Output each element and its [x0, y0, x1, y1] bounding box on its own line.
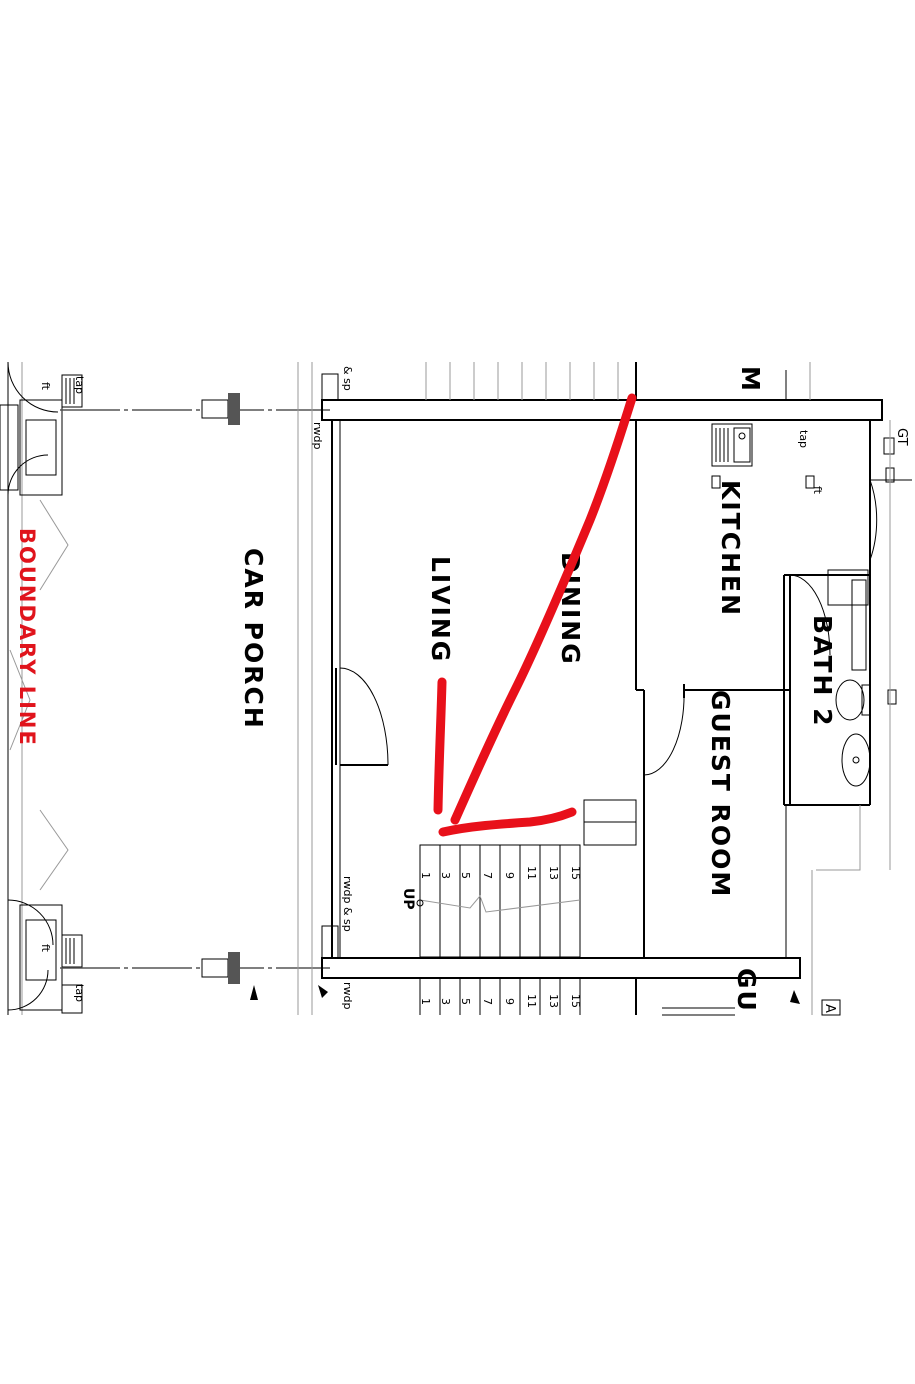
rwdp-label-2: rwdp [341, 982, 354, 1010]
tap-label-3: tap [797, 430, 810, 448]
tread-number: 15 [569, 866, 582, 880]
living-label: LIVING [426, 556, 455, 663]
tread-number: 5 [459, 872, 472, 879]
stair-tread-numbers: 1 3 5 7 9 11 13 15 1 3 5 7 9 11 13 15 [419, 866, 582, 1008]
room-labels: BOUNDARY LINE CAR PORCH LIVING DINING KI… [15, 366, 837, 1013]
rwdp-sp-label-2: rwdp & sp [341, 876, 354, 932]
up-label: UP [400, 888, 416, 910]
red-markup [433, 393, 637, 837]
bath-2-label: BATH 2 [808, 615, 837, 728]
tread-number: 13 [547, 866, 560, 880]
boundary-wall-left [0, 361, 83, 1015]
direction-arrows [250, 985, 800, 1004]
guest-room-partial-label: GU [732, 968, 761, 1013]
tap-label-1: tap [73, 376, 86, 394]
gt-label: GT [894, 428, 909, 446]
tread-number: 1 [419, 872, 432, 879]
fixture-labels: tap ft tap ft & sp rwdp rwdp & sp rwdp t… [39, 366, 909, 1013]
tread-number: 11 [525, 866, 538, 880]
tread-number: 3 [439, 872, 452, 879]
staircase [416, 362, 637, 1015]
ft-label-2: ft [39, 944, 52, 953]
house-walls [321, 362, 912, 1016]
ft-label-1: ft [39, 382, 52, 391]
markup-horizontal-stroke [438, 807, 577, 837]
rwdp-sp-label-1: & sp [341, 366, 354, 391]
ft-label-3: ft [811, 486, 824, 495]
tread-number-lower: 1 [419, 998, 432, 1005]
top-partial-label: M [736, 366, 765, 393]
tread-number-lower: 7 [481, 998, 494, 1005]
gate-lines [60, 393, 330, 984]
tread-number-lower: 13 [547, 994, 560, 1008]
markup-vertical-stroke [433, 677, 447, 815]
car-porch-label: CAR PORCH [239, 548, 268, 730]
tread-number: 9 [503, 872, 516, 879]
tread-number-lower: 3 [439, 998, 452, 1005]
boundary-line-label: BOUNDARY LINE [15, 528, 39, 747]
tread-number-lower: 11 [525, 994, 538, 1008]
guest-room-label: GUEST ROOM [706, 690, 735, 898]
tread-number-lower: 5 [459, 998, 472, 1005]
rwdp-label-1: rwdp [311, 422, 324, 450]
tread-number-lower: 15 [569, 994, 582, 1008]
tread-number: 7 [481, 872, 494, 879]
tread-number-lower: 9 [503, 998, 516, 1005]
tap-label-2: tap [73, 984, 86, 1002]
markup-diagonal-stroke [450, 393, 637, 825]
kitchen-label: KITCHEN [716, 480, 745, 617]
marker-a-label: A [822, 1004, 837, 1013]
